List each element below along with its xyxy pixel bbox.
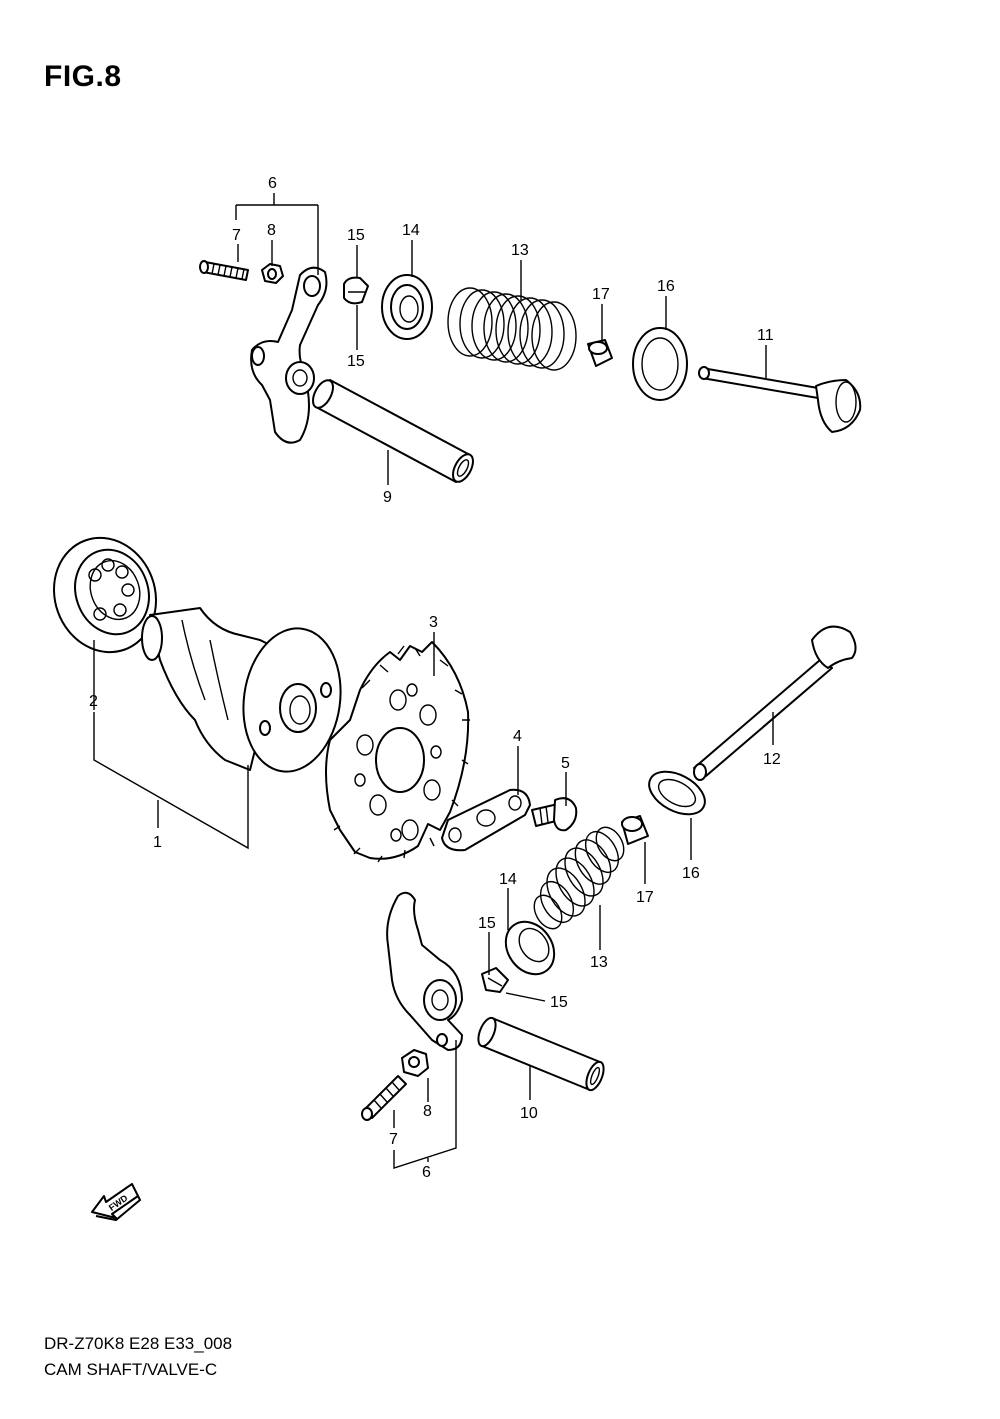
callout-17-top: 17 xyxy=(592,286,610,303)
callout-16-bottom: 16 xyxy=(682,865,700,882)
callout-5: 5 xyxy=(561,755,570,772)
callout-8-bottom: 8 xyxy=(423,1103,432,1120)
adjusting-screw-top xyxy=(199,260,249,281)
forward-arrow-icon: FWD xyxy=(91,1183,142,1222)
sprocket-retainer-plate xyxy=(441,788,531,852)
adjusting-screw-bottom xyxy=(361,1075,407,1121)
valve-cotter-bottom xyxy=(481,967,509,993)
callout-labels: 6 7 8 15 14 13 17 16 11 15 9 2 1 3 4 5 1… xyxy=(89,175,781,1181)
cam-sprocket xyxy=(325,641,470,863)
spring-seat-washer-bottom xyxy=(648,770,706,816)
callout-3: 3 xyxy=(429,614,438,631)
callout-14-bottom: 14 xyxy=(499,871,517,888)
spring-retainer-bottom xyxy=(504,920,556,976)
callout-10: 10 xyxy=(520,1105,538,1122)
sprocket-bolt xyxy=(531,797,578,832)
spring-retainer-top xyxy=(381,274,433,340)
callout-7-bottom: 7 xyxy=(389,1131,398,1148)
callout-9: 9 xyxy=(383,489,392,506)
valve-stem-seal-bottom xyxy=(621,815,649,845)
callout-15-top-b: 15 xyxy=(347,353,365,370)
rocker-arm-bottom xyxy=(386,891,463,1051)
lock-nut-top xyxy=(261,263,284,284)
callout-15-bottom-a: 15 xyxy=(478,915,496,932)
camshaft-bearing xyxy=(52,536,158,654)
valve-spring-bottom xyxy=(533,826,625,930)
callout-17-bottom: 17 xyxy=(636,889,654,906)
callout-6-top: 6 xyxy=(268,175,277,192)
callout-8-top: 8 xyxy=(267,222,276,239)
lock-nut-bottom xyxy=(401,1049,429,1077)
valve-spring-top xyxy=(447,287,577,371)
section-name: CAM SHAFT/VALVE-C xyxy=(44,1360,218,1379)
callout-2: 2 xyxy=(89,693,98,710)
callout-12: 12 xyxy=(763,751,781,768)
camshaft xyxy=(141,607,342,773)
callout-1: 1 xyxy=(153,834,162,851)
callout-15-top-a: 15 xyxy=(347,227,365,244)
rocker-shaft-top xyxy=(312,379,474,483)
valve-bottom xyxy=(693,625,857,781)
callout-4: 4 xyxy=(513,728,522,745)
callout-13-top: 13 xyxy=(511,242,529,259)
valve-cotter-top xyxy=(343,276,369,305)
spring-seat-washer-top xyxy=(632,327,688,401)
model-code: DR-Z70K8 E28 E33_008 xyxy=(44,1334,233,1353)
callout-6-bottom: 6 xyxy=(422,1164,431,1181)
figure-title: FIG.8 xyxy=(44,60,122,93)
rocker-shaft-bottom xyxy=(477,1016,605,1092)
callout-14-top: 14 xyxy=(402,222,420,239)
callout-7-top: 7 xyxy=(232,227,241,244)
callout-11: 11 xyxy=(757,327,774,344)
callout-16-top: 16 xyxy=(657,278,675,295)
valve-stem-seal-top xyxy=(587,339,613,367)
leader-lines xyxy=(93,193,774,1169)
rocker-arm-top xyxy=(250,266,328,444)
valve-top xyxy=(698,366,862,433)
callout-13-bottom: 13 xyxy=(590,954,608,971)
callout-15-bottom-b: 15 xyxy=(550,994,568,1011)
